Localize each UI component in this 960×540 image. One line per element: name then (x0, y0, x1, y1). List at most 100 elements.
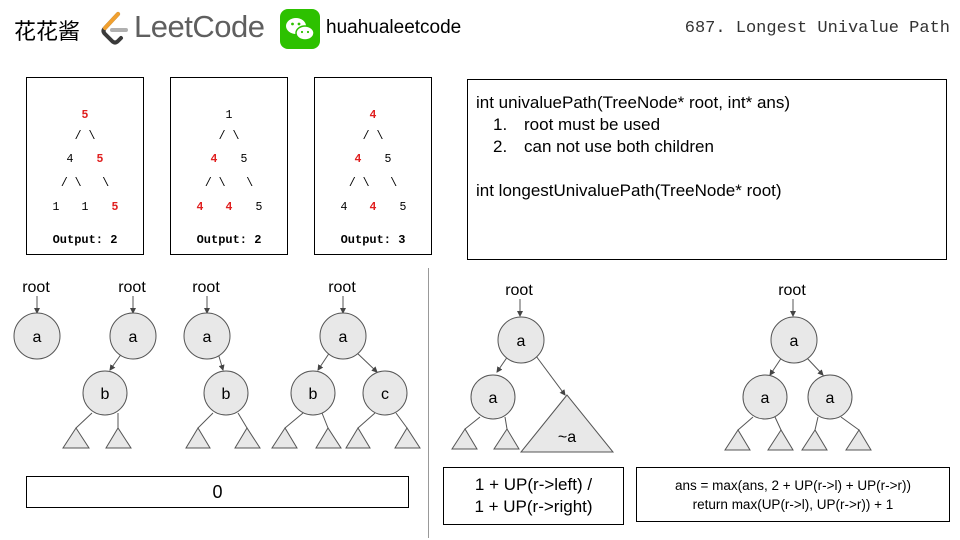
tree-node (183, 312, 231, 360)
tree-value: 5 (399, 201, 407, 214)
brand-chinese: 花花酱 (14, 20, 81, 45)
tree-value: 1 (225, 109, 233, 122)
tree-value: 4 (66, 153, 74, 166)
formula-line: ans = max(ans, 2 + UP(r->l) + UP(r->r)) (675, 478, 911, 493)
tree-node (82, 370, 128, 416)
tree-node (290, 370, 336, 416)
tree-value: 5 (240, 153, 248, 166)
subtree-triangle (234, 427, 261, 449)
node-label: a (489, 390, 498, 407)
problem-title: 687. Longest Univalue Path (684, 19, 950, 38)
tree-edge: / \ \ (348, 177, 398, 190)
subtree-triangle (345, 427, 371, 449)
example-box-3: 4 / \ 4 5 / \ \ 4 4 5 Output: 3 (314, 77, 432, 255)
tree-value: 4 (225, 201, 233, 214)
example-output: Output: 3 (340, 233, 406, 247)
subtree-triangle (767, 429, 794, 451)
tree-node (319, 312, 367, 360)
rule-item: 2.can not use both children (493, 137, 714, 156)
root-label: root (192, 279, 220, 296)
formula-line: 1 + UP(r->right) (474, 497, 593, 516)
subtree-triangle (271, 427, 298, 449)
tree-edge: / \ (74, 130, 96, 143)
node-label: a (790, 333, 799, 350)
tree-value: 5 (111, 201, 119, 214)
result-box-middle: 1 + UP(r->left) / 1 + UP(r->right) (443, 467, 624, 525)
example-box-2: 1 / \ 4 5 / \ \ 4 4 5 Output: 2 (170, 77, 288, 255)
root-label: root (22, 279, 50, 296)
root-label: root (118, 279, 146, 296)
node-label: a (129, 329, 138, 346)
code-description-box: int univaluePath(TreeNode* root, int* an… (467, 79, 947, 260)
example-output: Output: 2 (52, 233, 118, 247)
tree-node (742, 374, 788, 420)
subtree-triangle (801, 429, 828, 451)
node-label: b (222, 386, 231, 403)
large-subtree-triangle (519, 394, 615, 453)
subtree-triangle (451, 428, 478, 450)
subtree-triangle (724, 429, 751, 451)
subtree-triangle (185, 427, 211, 449)
function-signature-helper: int univaluePath(TreeNode* root, int* an… (476, 93, 791, 112)
subtree-label: ~a (558, 429, 576, 446)
rule-text: root must be used (524, 115, 661, 134)
node-label: c (381, 386, 389, 403)
node-label: a (203, 329, 212, 346)
tree-node (203, 370, 249, 416)
subtree-triangle (315, 427, 342, 449)
node-label: a (761, 390, 770, 407)
node-label: a (826, 390, 835, 407)
tree-edge: / \ (362, 130, 384, 143)
leetcode-logo-icon (101, 12, 128, 45)
tree-node (362, 370, 408, 416)
tree-node (497, 316, 545, 364)
tree-value: 4 (340, 201, 348, 214)
example-output: Output: 2 (196, 233, 262, 247)
tree-node (770, 316, 818, 364)
subtree-triangle (493, 428, 520, 450)
function-signature-main: int longestUnivaluePath(TreeNode* root) (476, 181, 782, 200)
node-label: a (33, 329, 42, 346)
tree-value: 4 (354, 153, 362, 166)
rule-item: 1.root must be used (493, 115, 661, 134)
root-label: root (505, 282, 533, 299)
subtree-triangle (105, 427, 132, 449)
tree-edge: / \ \ (204, 177, 254, 190)
tree-value: 4 (210, 153, 218, 166)
node-label: a (339, 329, 348, 346)
tree-value: 5 (96, 153, 104, 166)
tree-edge: / \ \ (60, 177, 110, 190)
rule-text: can not use both children (524, 137, 714, 156)
node-label: b (309, 386, 318, 403)
tree-value: 1 (52, 201, 60, 214)
subtree-triangle (845, 429, 872, 451)
root-label: root (778, 282, 806, 299)
result-box-left: 0 (26, 476, 409, 508)
result-box-right: ans = max(ans, 2 + UP(r->l) + UP(r->r)) … (636, 467, 950, 522)
formula-line: 1 + UP(r->left) / (474, 475, 593, 494)
tree-value: 4 (196, 201, 204, 214)
wechat-handle: huahualeetcode (326, 17, 462, 38)
root-label: root (328, 279, 356, 296)
subtree-triangle (62, 427, 90, 449)
tree-value: 1 (81, 201, 89, 214)
tree-value: 4 (369, 201, 377, 214)
tree-node (470, 374, 516, 420)
formula-line: return max(UP(r->l), UP(r->r)) + 1 (692, 497, 894, 512)
subtree-triangle (394, 427, 421, 449)
tree-value: 5 (81, 109, 89, 122)
tree-node (109, 312, 157, 360)
tree-node (807, 374, 853, 420)
leetcode-wordmark: LeetCode (134, 9, 265, 44)
vertical-divider (428, 268, 429, 538)
example-box-1: 5 / \ 4 5 / \ \ 1 1 5 Output: 2 (26, 77, 144, 255)
tree-edge: / \ (218, 130, 240, 143)
tree-node (13, 312, 61, 360)
node-label: a (517, 333, 526, 350)
tree-value: 5 (384, 153, 392, 166)
wechat-icon (280, 9, 320, 49)
tree-value: 5 (255, 201, 263, 214)
tree-value: 4 (369, 109, 377, 122)
node-label: b (101, 386, 110, 403)
